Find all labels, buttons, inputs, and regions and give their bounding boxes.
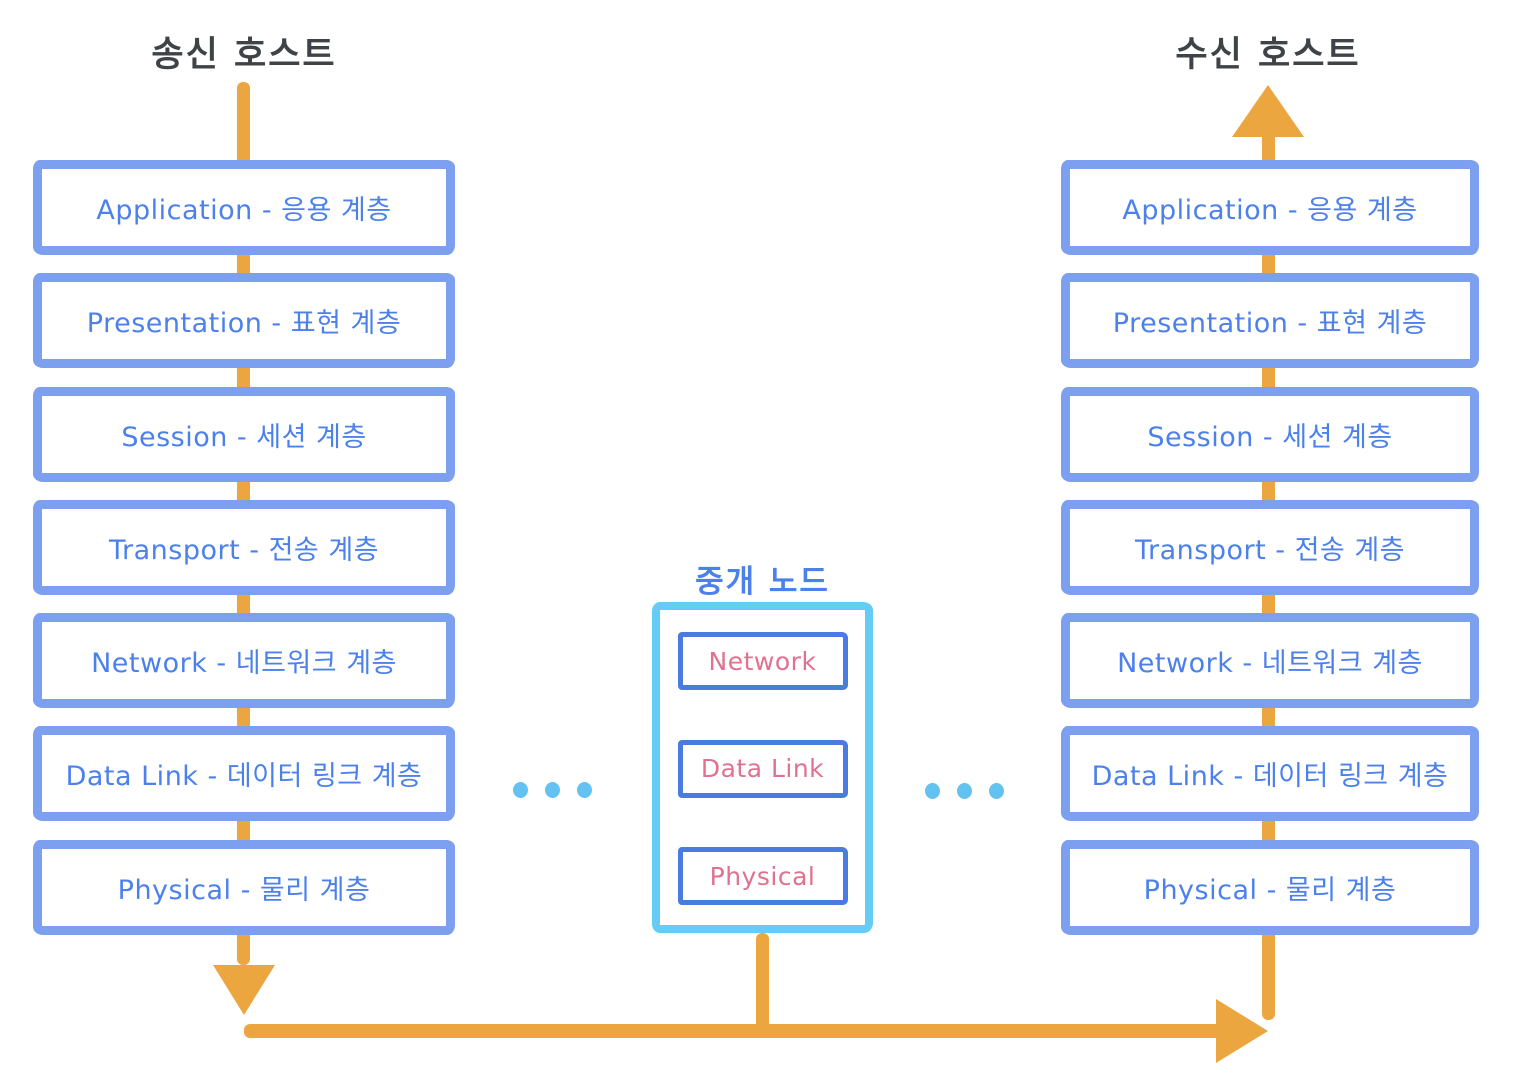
down-arrowhead-icon xyxy=(213,965,275,1015)
layer-label: Transport - 전송 계층 xyxy=(108,534,380,566)
layer-label: Physical xyxy=(709,861,816,891)
intermediate-node-box: Network Data Link Physical xyxy=(652,602,873,933)
midnode-layer-datalink: Data Link xyxy=(677,739,848,798)
sender-layer-presentation: Presentation - 표현 계층 xyxy=(33,273,455,369)
receiver-layer-session: Session - 세션 계층 xyxy=(1061,386,1479,482)
layer-label: Network - 네트워크 계층 xyxy=(1117,648,1423,680)
receiver-layer-stack: Application - 응용 계층 Presentation - 표현 계층… xyxy=(1061,160,1479,935)
ellipsis-dot xyxy=(957,783,972,799)
sender-layer-datalink: Data Link - 데이터 링크 계층 xyxy=(33,726,455,822)
ellipsis-dot xyxy=(577,782,592,798)
intermediate-node-title: 중개 노드 xyxy=(695,564,830,600)
layer-label: Network - 네트워크 계층 xyxy=(91,648,397,680)
receiver-layer-physical: Physical - 물리 계층 xyxy=(1061,839,1479,935)
right-arrowhead-icon xyxy=(1216,999,1268,1063)
bottom-flow-line xyxy=(244,1024,1234,1038)
midnode-flow-line xyxy=(756,933,769,1033)
ellipsis-dots-left xyxy=(513,782,592,798)
sender-layer-stack: Application - 응용 계층 Presentation - 표현 계층… xyxy=(33,160,455,935)
ellipsis-dot xyxy=(925,783,940,799)
receiver-host-title: 수신 호스트 xyxy=(1175,35,1361,75)
sender-layer-application: Application - 응용 계층 xyxy=(33,160,455,255)
layer-label: Physical - 물리 계층 xyxy=(117,874,371,906)
layer-label: Session - 세션 계층 xyxy=(1147,421,1393,453)
receiver-layer-transport: Transport - 전송 계층 xyxy=(1061,499,1479,595)
layer-label: Physical - 물리 계층 xyxy=(1143,874,1397,906)
layer-label: Application - 응용 계층 xyxy=(1122,195,1418,226)
layer-label: Data Link - 데이터 링크 계층 xyxy=(1091,761,1449,793)
up-arrowhead-icon xyxy=(1232,85,1304,137)
layer-label: Application - 응용 계층 xyxy=(96,195,392,226)
ellipsis-dot xyxy=(989,783,1004,799)
layer-label: Network xyxy=(708,646,817,676)
sender-layer-session: Session - 세션 계층 xyxy=(33,386,455,482)
midnode-layer-network: Network xyxy=(677,632,848,690)
sender-host-title: 송신 호스트 xyxy=(151,35,337,75)
receiver-layer-presentation: Presentation - 표현 계층 xyxy=(1061,273,1479,369)
ellipsis-dots-right xyxy=(925,783,1004,799)
layer-label: Presentation - 표현 계층 xyxy=(1112,308,1428,340)
sender-layer-physical: Physical - 물리 계층 xyxy=(33,839,455,935)
ellipsis-dot xyxy=(513,782,528,798)
layer-label: Data Link - 데이터 링크 계층 xyxy=(65,761,423,793)
receiver-layer-network: Network - 네트워크 계층 xyxy=(1061,613,1479,709)
sender-layer-network: Network - 네트워크 계층 xyxy=(33,613,455,709)
ellipsis-dot xyxy=(545,782,560,798)
layer-label: Session - 세션 계층 xyxy=(121,421,367,453)
receiver-layer-datalink: Data Link - 데이터 링크 계층 xyxy=(1061,726,1479,822)
sender-layer-transport: Transport - 전송 계층 xyxy=(33,499,455,595)
layer-label: Transport - 전송 계층 xyxy=(1134,534,1406,566)
midnode-layer-physical: Physical xyxy=(677,847,848,905)
layer-label: Data Link xyxy=(700,754,825,783)
receiver-layer-application: Application - 응용 계층 xyxy=(1061,160,1479,255)
layer-label: Presentation - 표현 계층 xyxy=(86,308,402,340)
